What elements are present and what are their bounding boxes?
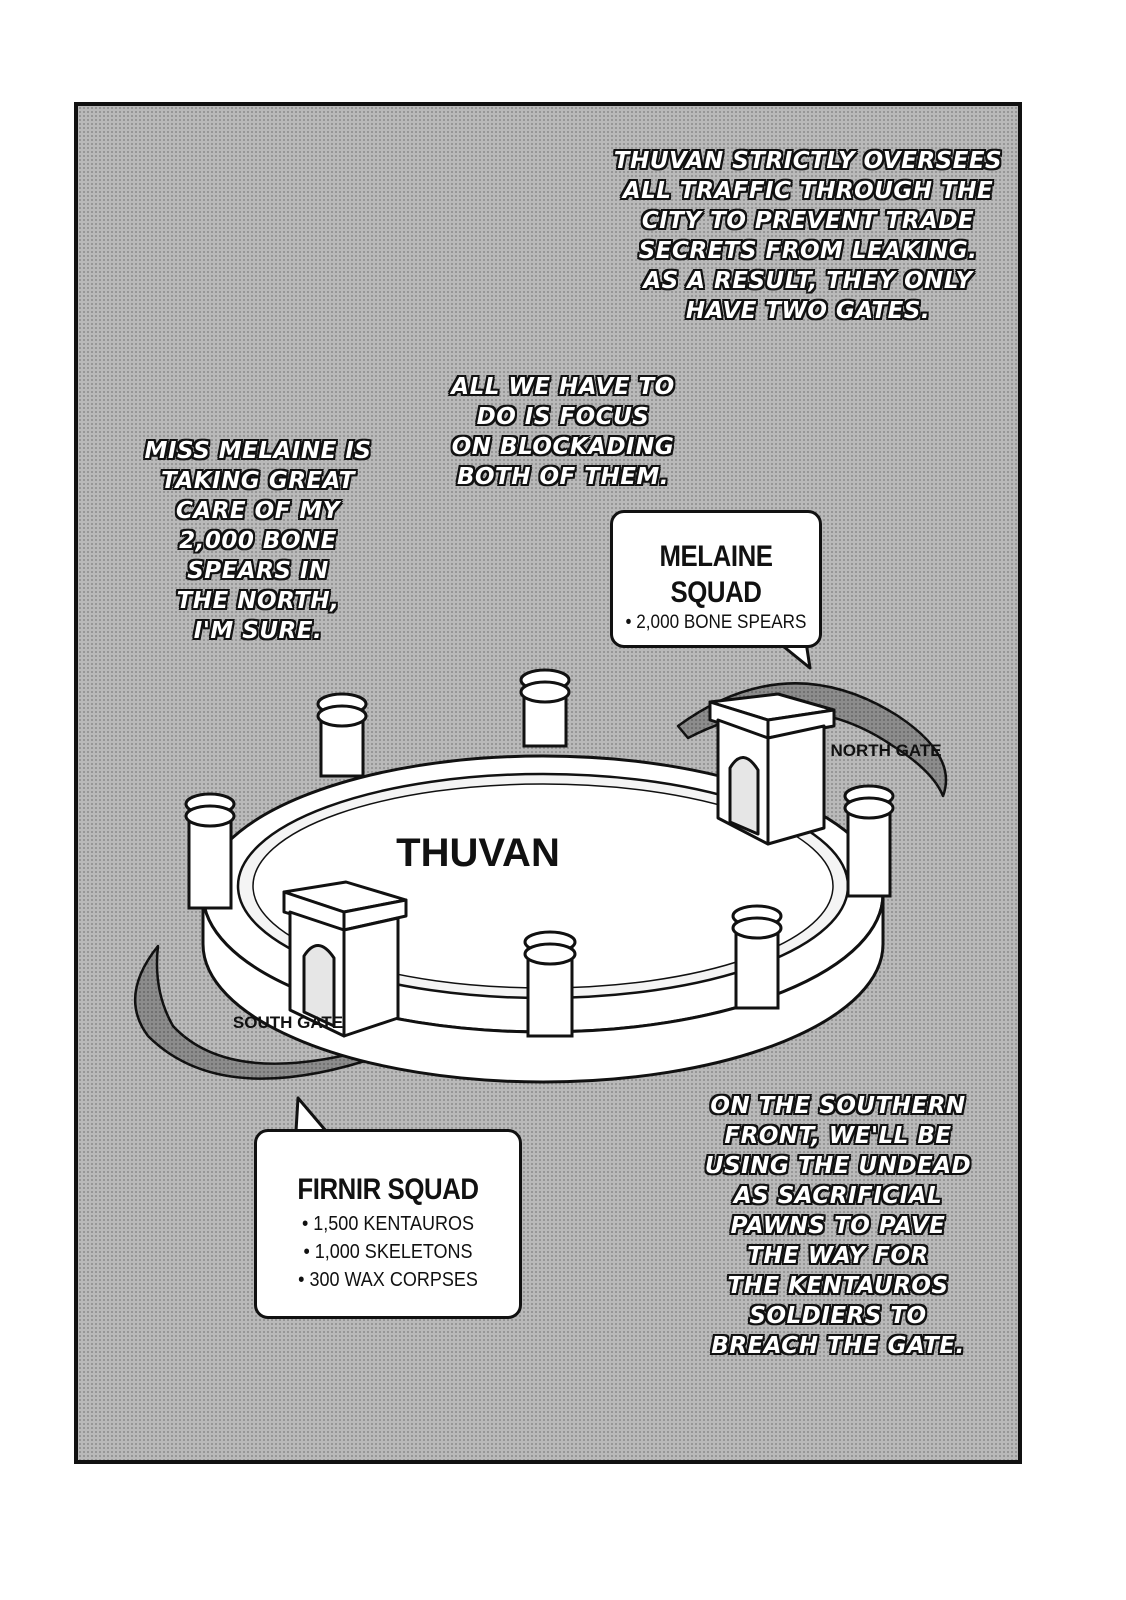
tower: [316, 692, 368, 778]
south-gate-label: SOUTH GATE: [233, 1013, 343, 1032]
squad-unit-item: 1,000 SKELETONS: [270, 1238, 506, 1266]
narration-left: MISS MELAINE IS TAKING GREAT CARE OF MY …: [144, 438, 372, 644]
tower: [731, 904, 783, 1010]
squad-unit-item: 2,000 BONE SPEARS: [623, 611, 808, 635]
narration-bottom-right: ON THE SOUTHERN FRONT, WE'LL BE USING TH…: [704, 1093, 972, 1359]
squad-unit-item: 300 WAX CORPSES: [270, 1266, 506, 1294]
north-gate: [708, 692, 836, 846]
tower: [184, 792, 236, 910]
firnir-squad-box: FIRNIR SQUAD 1,500 KENTAUROS 1,000 SKELE…: [254, 1129, 522, 1319]
tower: [843, 784, 895, 898]
melaine-squad-name: MELAINE SQUAD: [659, 540, 773, 609]
north-gate-label: NORTH GATE: [830, 741, 941, 760]
melaine-squad-units: 2,000 BONE SPEARS: [623, 611, 808, 635]
tower: [523, 930, 577, 1038]
firnir-box-tail: [294, 1096, 328, 1133]
city-name-label: THUVAN: [396, 831, 560, 875]
narration-middle: ALL WE HAVE TO DO IS FOCUS ON BLOCKADING…: [451, 374, 675, 490]
firnir-squad-name: FIRNIR SQUAD: [297, 1173, 479, 1206]
south-gate: [282, 880, 408, 1038]
city-map-illustration: THUVAN NORTH GATE SOUTH GATE: [133, 640, 948, 1133]
firnir-squad-units: 1,500 KENTAUROS 1,000 SKELETONS 300 WAX …: [270, 1210, 506, 1294]
squad-unit-item: 1,500 KENTAUROS: [270, 1210, 506, 1238]
tower: [519, 668, 571, 748]
manga-panel: THUVAN STRICTLY OVERSEES ALL TRAFFIC THR…: [74, 102, 1022, 1464]
narration-top: THUVAN STRICTLY OVERSEES ALL TRAFFIC THR…: [613, 148, 1003, 324]
melaine-squad-box: MELAINE SQUAD 2,000 BONE SPEARS: [610, 510, 822, 648]
